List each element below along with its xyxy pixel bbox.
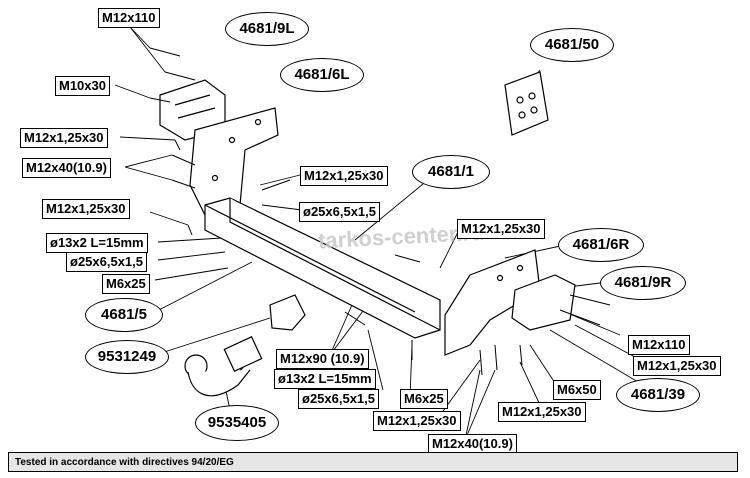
right-bracket-9R — [511, 274, 576, 331]
label-washer-25-c: ø25x6,5x1,5 — [298, 389, 380, 409]
part-4681-6R: 4681/6R — [558, 228, 644, 262]
left-bracket-9L — [159, 79, 226, 141]
bolts — [149, 47, 611, 376]
label-m6x25-a: M6x25 — [102, 274, 150, 294]
label-m6x25-b: M6x25 — [400, 389, 448, 409]
label-washer-25-b: ø25x6,5x1,5 — [66, 252, 148, 272]
part-4681-9L: 4681/9L — [225, 12, 309, 46]
crossbar-4681-1 — [204, 197, 441, 339]
right-plate-6R — [444, 249, 541, 356]
left-plate-6L — [189, 107, 279, 216]
label-m12x125x30-f: M12x1,25x30 — [498, 402, 586, 422]
tow-ball — [184, 335, 263, 397]
part-4681-9R: 4681/9R — [600, 266, 686, 300]
part-4681-1: 4681/1 — [412, 155, 490, 189]
hardware-bag — [504, 71, 549, 136]
label-m12x90: M12x90 (10.9) — [276, 349, 369, 369]
part-9535405: 9535405 — [195, 405, 279, 441]
label-m6x50: M6x50 — [553, 380, 601, 400]
label-washer-13x2-a: ø13x2 L=15mm — [46, 233, 148, 253]
part-4681-5: 4681/5 — [85, 298, 163, 332]
label-m12x40-a: M12x40(10.9) — [22, 158, 111, 178]
label-m12x110-right: M12x110 — [628, 335, 690, 355]
part-4681-50: 4681/50 — [530, 28, 614, 62]
socket-bracket — [269, 294, 306, 331]
label-m12x125x30-g: M12x1,25x30 — [633, 356, 721, 376]
label-m12x125x30-d: M12x1,25x30 — [457, 219, 545, 239]
label-washer-13x2-b: ø13x2 L=15mm — [274, 369, 376, 389]
label-washer-25-a: ø25x6,5x1,5 — [299, 202, 381, 222]
part-9531249: 9531249 — [85, 340, 169, 374]
label-m12x125x30-a: M12x1,25x30 — [20, 128, 108, 148]
label-m12x110-top: M12x110 — [98, 8, 160, 28]
label-m12x125x30-b: M12x1,25x30 — [42, 199, 130, 219]
part-4681-6L: 4681/6L — [280, 58, 364, 92]
approval-footer: Tested in accordance with directives 94/… — [8, 452, 738, 472]
label-m12x125x30-c: M12x1,25x30 — [300, 166, 388, 186]
part-4681-39: 4681/39 — [616, 378, 700, 412]
label-m12x40-b: M12x40(10.9) — [428, 434, 517, 454]
label-m10x30: M10x30 — [55, 76, 110, 96]
label-m12x125x30-e: M12x1,25x30 — [373, 411, 461, 431]
